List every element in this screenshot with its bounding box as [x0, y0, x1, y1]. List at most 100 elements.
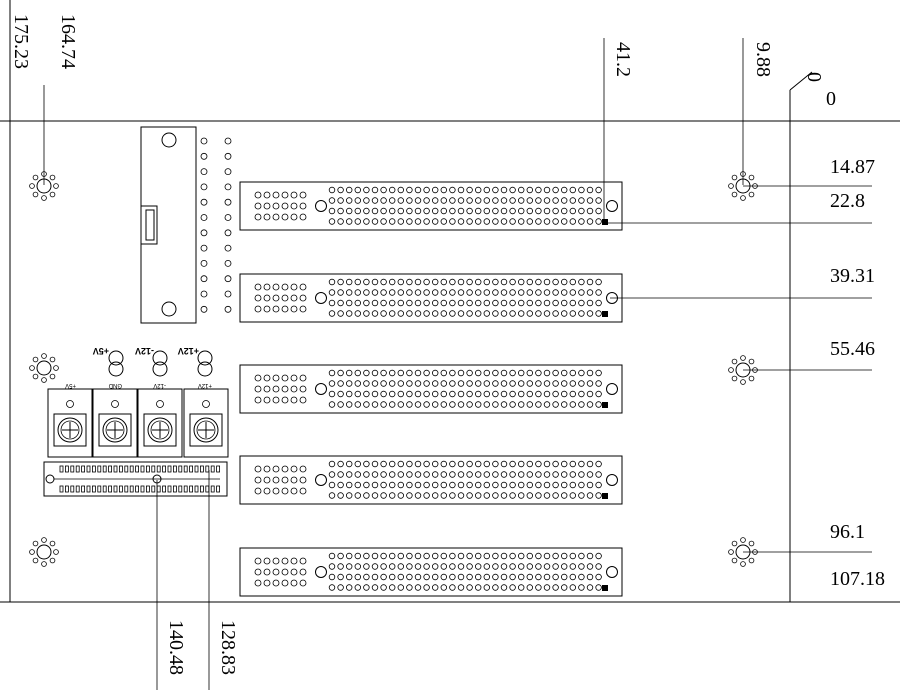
slot-pin — [423, 310, 430, 317]
slot-pin — [449, 492, 456, 499]
hole-pad — [41, 377, 47, 383]
slot-pin — [475, 573, 482, 581]
terminal-body — [92, 388, 138, 458]
slot-pin — [526, 390, 533, 398]
slot-pin — [578, 573, 585, 581]
slot-pin — [561, 218, 568, 225]
slot-pin — [518, 573, 525, 581]
strip-pin — [205, 465, 210, 473]
slot-pin — [363, 369, 370, 377]
slot-pin — [509, 197, 516, 204]
slot-pin — [337, 207, 344, 215]
slot-marker — [602, 585, 608, 591]
slot-pin — [272, 487, 280, 495]
slot-pin — [483, 460, 490, 468]
slot-pin — [595, 460, 602, 468]
slot-pin — [354, 218, 361, 225]
slot-pin — [290, 557, 298, 565]
slot-pin — [371, 552, 379, 560]
slot-pin — [423, 471, 430, 478]
slot-pin — [281, 294, 289, 302]
slot-pin — [371, 471, 379, 478]
slot-pin — [578, 552, 585, 560]
strip-pin — [59, 485, 64, 493]
slot-pin — [363, 552, 370, 560]
slot-pin — [414, 401, 422, 408]
slot-pin — [449, 207, 456, 215]
slot-pin — [569, 552, 576, 560]
hole-pad — [748, 540, 755, 547]
dim-175-23: 175.23 — [10, 14, 32, 69]
slot-pin — [535, 492, 542, 499]
slot-pin — [561, 481, 568, 489]
slot-pin — [535, 197, 542, 204]
slot-pin — [552, 584, 559, 591]
pin — [224, 198, 232, 206]
slot-pin — [535, 310, 542, 317]
hole-center — [735, 178, 751, 194]
slot-pin — [423, 207, 430, 215]
terminal-label-1: +5V — [65, 382, 76, 388]
slot-pin — [272, 213, 280, 221]
strip-pin — [65, 465, 69, 473]
slot-pin — [414, 552, 422, 560]
slot-pin — [449, 186, 456, 194]
slot-pin — [380, 471, 387, 478]
slot-outline — [239, 455, 623, 505]
slot-pin — [354, 552, 361, 560]
slot-pin — [346, 460, 353, 468]
slot-pin — [595, 584, 602, 591]
slot-pin — [449, 481, 456, 489]
slot-pin — [500, 471, 508, 478]
slot-pin — [414, 563, 422, 570]
slot-pin — [363, 492, 370, 499]
pin — [224, 137, 232, 145]
slot-pin — [475, 197, 482, 204]
slot-pin — [263, 487, 271, 495]
slot-pin — [299, 305, 307, 313]
slot-pin — [389, 584, 396, 591]
slot-pin — [397, 197, 404, 204]
slot-pin — [397, 460, 404, 468]
strip-pin — [108, 485, 112, 493]
slot-pin — [272, 294, 280, 302]
slot-pin — [254, 396, 262, 404]
slot-pin — [290, 283, 298, 291]
slot-pin — [440, 197, 447, 204]
slot-end-hole — [606, 474, 618, 486]
slot-pin — [518, 492, 525, 499]
slot-pin — [440, 552, 447, 560]
slot-pin — [543, 310, 551, 317]
strip-pin — [167, 485, 172, 493]
slot-pin — [500, 310, 508, 317]
pin — [200, 152, 208, 160]
slot-pin — [354, 390, 361, 398]
slot-pin — [299, 557, 307, 565]
slot-pin — [483, 299, 490, 307]
slot-pin — [371, 186, 379, 194]
slot-pin — [483, 481, 490, 489]
strip-pin — [102, 485, 107, 493]
slot-pin — [449, 563, 456, 570]
slot-pin — [492, 584, 499, 591]
slot-pin — [535, 380, 542, 387]
slot-pin — [397, 401, 404, 408]
expansion-slot-4 — [239, 455, 623, 505]
slot-pin — [423, 278, 430, 286]
slot-pin — [457, 310, 465, 317]
slot-pin — [449, 573, 456, 581]
slot-pin — [483, 218, 490, 225]
slot-pin — [518, 471, 525, 478]
slot-pin — [509, 207, 516, 215]
slot-pin — [299, 476, 307, 484]
slot-pin — [380, 481, 387, 489]
slot-pin — [337, 218, 344, 225]
slot-pin — [254, 294, 262, 302]
slot-pin — [543, 380, 551, 387]
slot-pin — [492, 552, 499, 560]
slot-pin — [492, 563, 499, 570]
slot-pin — [552, 471, 559, 478]
slot-pin — [371, 380, 379, 387]
slot-pin — [406, 471, 413, 478]
slot-pin — [535, 186, 542, 194]
